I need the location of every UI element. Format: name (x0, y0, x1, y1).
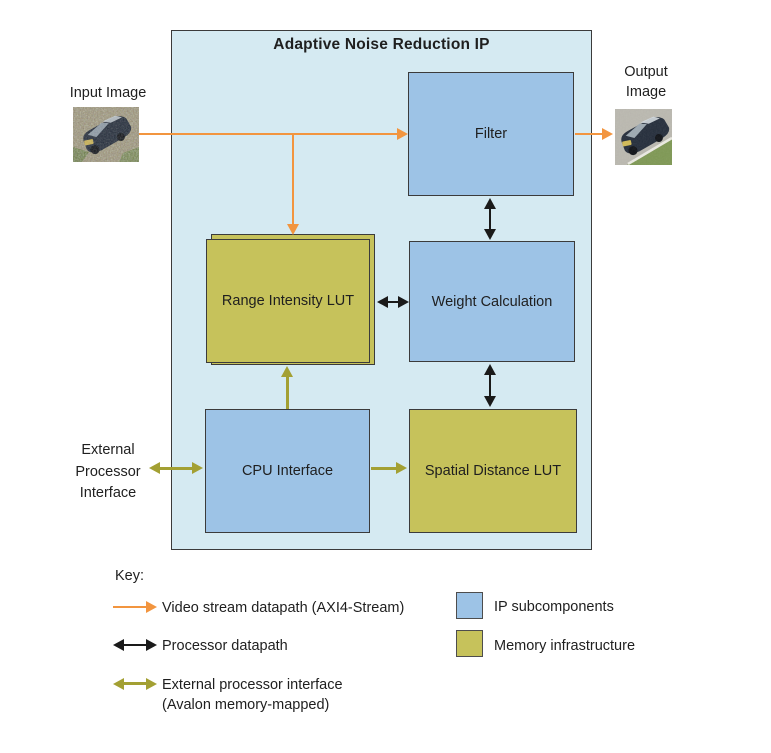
legend-swatch-memory (456, 630, 483, 657)
block-range-lut-label: Range Intensity LUT (221, 293, 355, 309)
input-image-thumbnail (73, 107, 139, 162)
legend-label-ip-subcomponents: IP subcomponents (494, 599, 614, 615)
block-spatial-label: Spatial Distance LUT (424, 463, 562, 479)
legend-swatch-ip (456, 592, 483, 619)
block-spatial-distance-lut: Spatial Distance LUT (409, 409, 577, 533)
block-filter-label: Filter (474, 126, 508, 142)
block-filter: Filter (408, 72, 574, 196)
legend-label-external: External processor interface (162, 677, 343, 693)
clean-car-image (615, 109, 673, 166)
diagram-title: Adaptive Noise Reduction IP (273, 36, 490, 53)
output-image-thumbnail (615, 109, 673, 166)
range-lut-front-sheet: Range Intensity LUT (206, 239, 370, 363)
key-heading: Key: (115, 568, 145, 584)
legend-label-memory-infrastructure: Memory infrastructure (494, 638, 636, 654)
legend-label-video: Video stream datapath (AXI4-Stream) (162, 600, 405, 616)
block-cpu-interface: CPU Interface (205, 409, 370, 533)
output-image-label: Output Image (624, 64, 668, 100)
legend-label-external-line2: (Avalon memory-mapped) (162, 697, 330, 713)
external-processor-interface-label: External Processor Interface (75, 442, 141, 501)
block-cpu-label: CPU Interface (241, 463, 334, 479)
input-image-label: Input Image (69, 85, 147, 101)
legend-label-processor: Processor datapath (162, 638, 288, 654)
noisy-car-image (73, 107, 139, 162)
block-weight-calculation: Weight Calculation (409, 241, 575, 362)
block-range-intensity-lut: Range Intensity LUT (206, 234, 376, 366)
block-weight-label: Weight Calculation (431, 293, 553, 310)
